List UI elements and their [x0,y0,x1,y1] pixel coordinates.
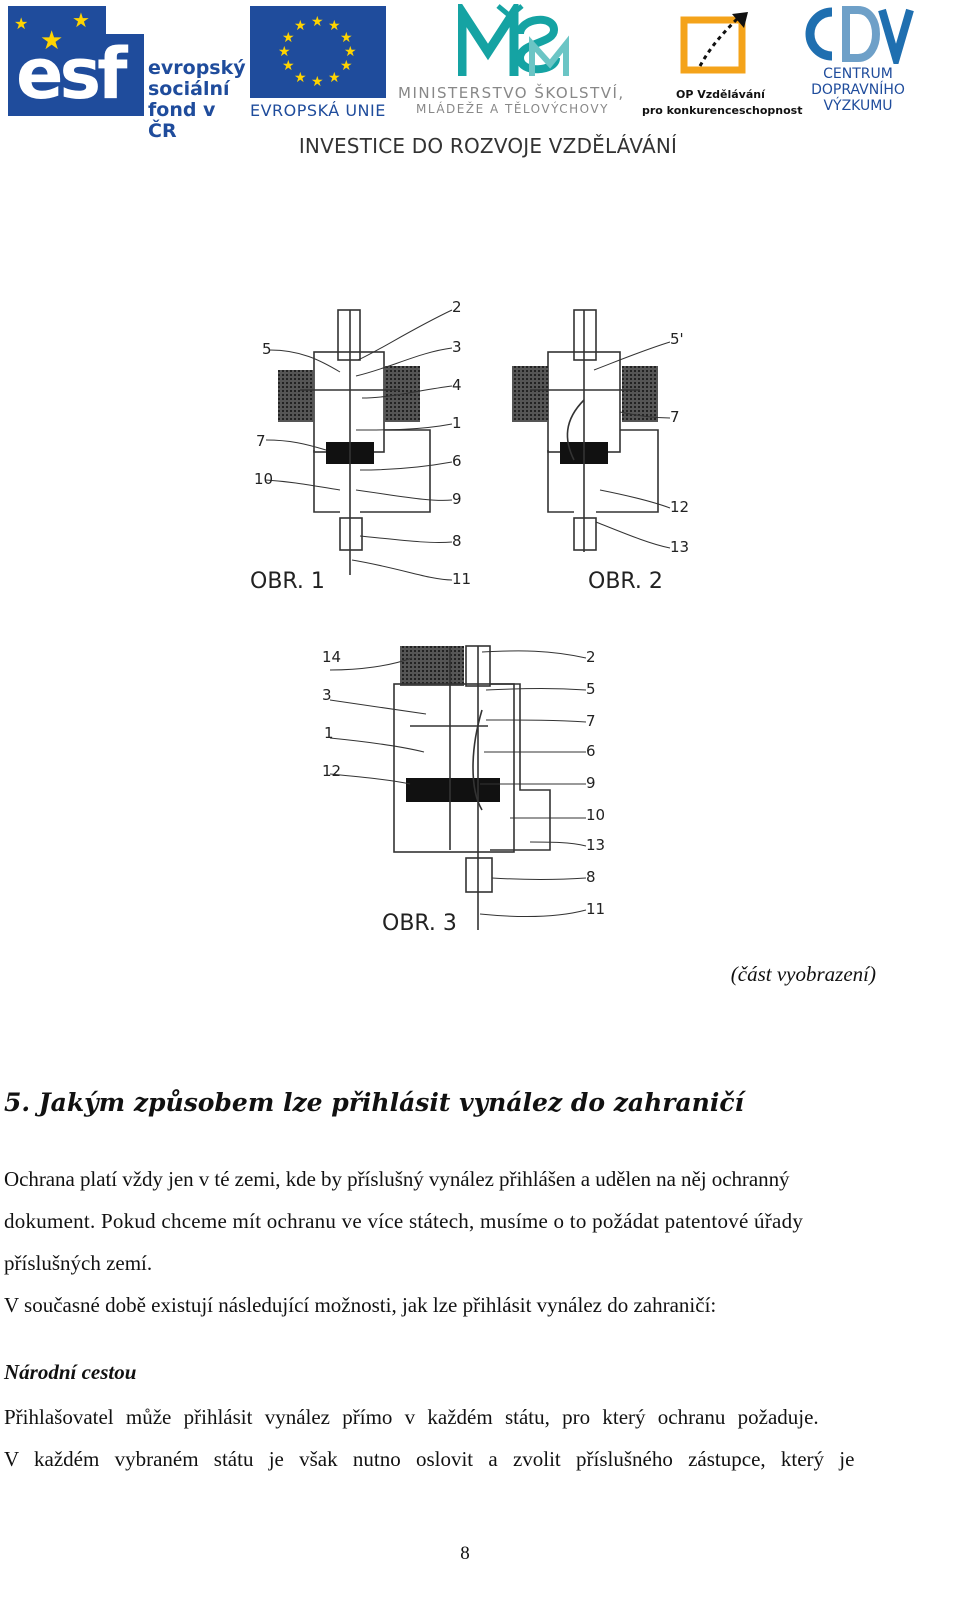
section-heading: 5. Jakým způsobem lze přihlásit vynález … [4,1088,745,1117]
msmt-line2: MLÁDEŽE A TĚLOVÝCHOVY [416,102,609,116]
paragraph-2: V současné době existují následující mož… [4,1284,926,1326]
msmt-logo: MINISTERSTVO ŠKOLSTVÍ, MLÁDEŽE A TĚLOVÝC… [398,4,634,122]
subheading-national-route: Národní cestou [4,1360,137,1384]
callout-label: 5 [262,340,272,358]
msmt-logo-mark [458,4,569,76]
callout-label: 11 [452,570,471,588]
star-icon: ★ [311,15,324,30]
paragraph-3: Přihlašovatel může přihlásit vynález pří… [4,1396,926,1480]
callout-label: 10 [254,470,273,488]
cdv-logo: CENTRUM DOPRAVNÍHO VÝZKUMU [802,4,920,122]
callout-label: 5' [670,330,684,348]
callout-label: 9 [452,490,462,508]
callout-label: 5 [586,680,596,698]
star-icon: ★ [40,26,64,55]
star-icon: ★ [340,31,353,46]
star-icon: ★ [328,19,341,34]
callout-label: 7 [670,408,680,426]
logo-bar: ★ ★ ★ esf evropský sociální fond v ČR ★ … [0,0,960,180]
callout-label: 8 [452,532,462,550]
callout-label: 7 [256,432,266,450]
figure-label-obr3: OBR. 3 [382,911,457,936]
callout-label: 14 [322,648,341,666]
esf-logo: ★ ★ ★ esf evropský sociální fond v ČR [8,6,246,142]
callout-label: 13 [670,538,689,556]
callout-label: 10 [586,806,605,824]
figure-caption: (část vyobrazení) [730,962,876,986]
callout-label: 9 [586,774,596,792]
star-icon: ★ [282,59,295,74]
msmt-line1: MINISTERSTVO ŠKOLSTVÍ, [398,84,625,102]
op-logo: OP Vzdělávání pro konkurenceschopnost [640,4,802,122]
star-icon: ★ [294,71,307,86]
esf-logo-mark [8,6,106,116]
op-logo-mark [680,12,748,74]
drawing-obr1 [265,309,453,581]
eu-label: EVROPSKÁ UNIE [250,101,386,120]
paragraph-line: V současné době existují následující mož… [4,1293,717,1317]
figure-label-obr2: OBR. 2 [588,569,663,594]
callout-label: 2 [586,648,596,666]
paragraph-line: Přihlašovatel může přihlásit vynález pří… [4,1405,819,1429]
patent-drawing: 5 2 3 4 1 6 9 8 11 7 10 OBR. 1 5' 7 12 1… [250,298,689,936]
star-icon: ★ [282,31,295,46]
star-icon: ★ [278,45,291,60]
callout-label: 6 [586,742,596,760]
callout-label: 3 [452,338,462,356]
drawing-obr2 [512,309,671,552]
callout-label: 7 [586,712,596,730]
eu-logo: ★ ★ ★ ★ ★ ★ ★ ★ ★ ★ ★ ★ EVROPSKÁ UNIE [250,6,388,120]
paragraph-line: příslušných zemí. [4,1251,153,1275]
page-number: 8 [460,1543,470,1564]
callout-label: 2 [452,298,462,316]
callout-label: 3 [322,686,332,704]
star-icon: ★ [340,59,353,74]
paragraph-line: V každém vybraném státu je však nutno os… [4,1447,855,1471]
cdv-logo-mark [805,6,914,64]
figure-label-obr1: OBR. 1 [250,569,325,594]
star-icon: ★ [311,75,324,90]
esf-caption: evropský sociální fond v ČR [148,57,246,142]
paragraph-1: Ochrana platí vždy jen v té zemi, kde by… [4,1158,926,1284]
star-icon: ★ [344,45,357,60]
eu-flag: ★ ★ ★ ★ ★ ★ ★ ★ ★ ★ ★ ★ [250,6,386,98]
callout-label: 8 [586,868,596,886]
star-icon: ★ [14,16,29,33]
callout-label: 1 [324,724,334,742]
callout-label: 1 [452,414,462,432]
paragraph-line: Ochrana platí vždy jen v té zemi, kde by… [4,1167,790,1191]
star-icon: ★ [328,71,341,86]
slogan: INVESTICE DO ROZVOJE VZDĚLÁVÁNÍ [298,134,678,158]
callout-label: 12 [670,498,689,516]
callout-label: 12 [322,762,341,780]
callout-label: 6 [452,452,462,470]
star-icon: ★ [72,10,90,32]
esf-wordmark: esf [16,33,128,115]
callout-label: 13 [586,836,605,854]
star-icon: ★ [294,19,307,34]
op-line1: OP Vzdělávání [676,88,765,101]
cdv-caption: CENTRUM DOPRAVNÍHO VÝZKUMU [811,66,905,114]
callout-label: 4 [452,376,462,394]
paragraph-line: dokument. Pokud chceme mít ochranu ve ví… [4,1209,804,1233]
drawing-obr3 [329,645,587,930]
op-line2: pro konkurenceschopnost [642,104,803,117]
callout-label: 11 [586,900,605,918]
